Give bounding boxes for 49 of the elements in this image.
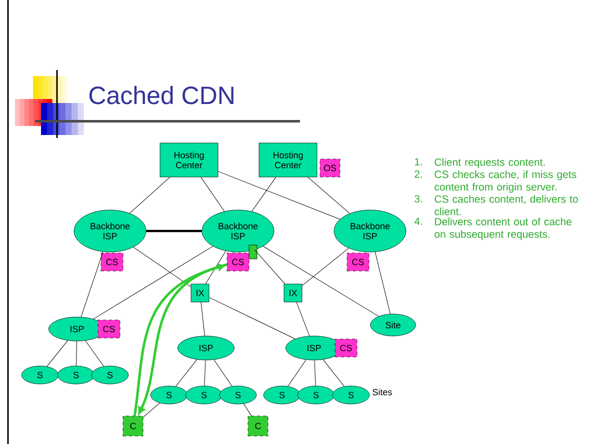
client-box: C bbox=[248, 416, 268, 436]
link-line bbox=[322, 359, 344, 387]
list-number: 1. bbox=[415, 158, 422, 166]
link-line bbox=[262, 246, 379, 317]
exchange-box: IX bbox=[190, 284, 210, 302]
link-line bbox=[243, 404, 252, 416]
list-number: 2. bbox=[414, 170, 422, 178]
cache-server-box: CS bbox=[346, 252, 370, 272]
link-line bbox=[93, 246, 214, 320]
link-line bbox=[208, 297, 296, 340]
link-line bbox=[200, 302, 205, 336]
cache-server-box: CS bbox=[226, 252, 250, 272]
list-item: Delivers content out of cache on subsequent requests. bbox=[434, 218, 572, 240]
link-line bbox=[76, 340, 77, 366]
link-line bbox=[296, 302, 310, 336]
list-item: CS checks cache, if miss gets content from origin server. bbox=[434, 170, 576, 193]
link-line bbox=[205, 250, 226, 284]
cache-server-box: OS bbox=[320, 158, 340, 178]
link-line bbox=[254, 250, 286, 284]
link-line bbox=[314, 360, 316, 386]
link-line bbox=[142, 402, 160, 418]
link-line bbox=[288, 359, 306, 387]
link-line bbox=[308, 176, 350, 214]
link-line bbox=[302, 248, 349, 286]
cache-server-box: CS bbox=[98, 320, 120, 338]
link-line bbox=[252, 176, 276, 212]
link-line bbox=[130, 176, 170, 214]
link-line bbox=[176, 359, 198, 387]
link-line bbox=[218, 171, 340, 220]
slide-title: Cached CDN bbox=[89, 86, 234, 104]
link-line bbox=[46, 340, 68, 367]
exchange-box: IX bbox=[284, 284, 302, 302]
cache-server-box: CS bbox=[334, 338, 358, 358]
link-line bbox=[146, 230, 202, 232]
client-box: C bbox=[122, 416, 144, 436]
list-item: CS caches content, delivers to client. bbox=[434, 195, 578, 216]
link-line bbox=[133, 246, 192, 287]
content-box bbox=[248, 244, 258, 260]
link-line bbox=[374, 252, 391, 314]
link-line bbox=[214, 359, 232, 387]
cache-server-box: CS bbox=[100, 252, 124, 272]
hosting-center-box: Hosting Center bbox=[160, 142, 218, 178]
link-line bbox=[204, 360, 206, 386]
link-line bbox=[85, 340, 104, 367]
list-number: 3. bbox=[414, 195, 422, 203]
hosting-center-box: Hosting Center bbox=[258, 142, 318, 178]
link-line bbox=[80, 252, 104, 318]
list-item: Client requests content. bbox=[434, 158, 545, 168]
link-line bbox=[200, 176, 225, 212]
